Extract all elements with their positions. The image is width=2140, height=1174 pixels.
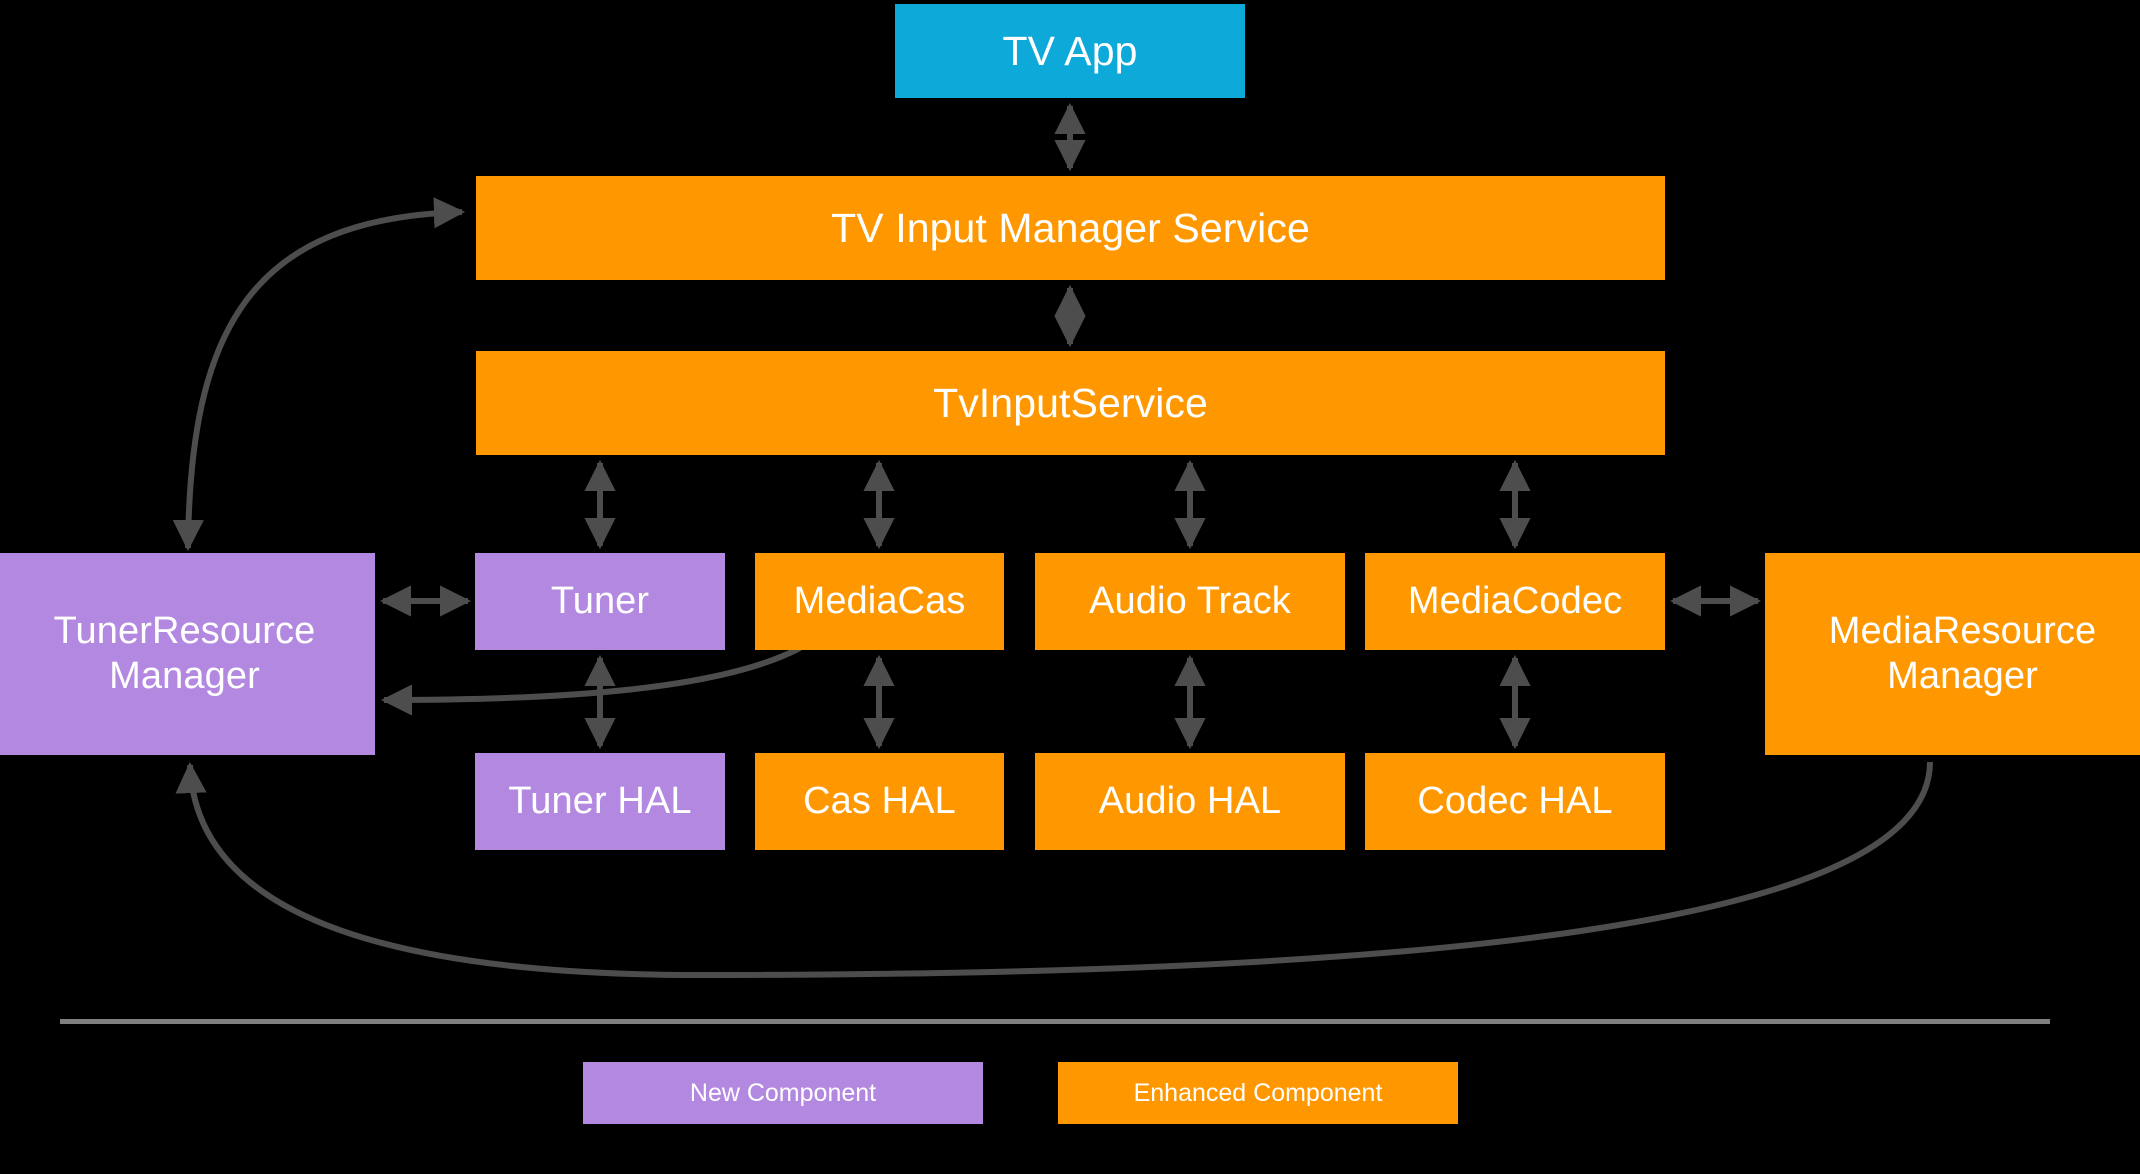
edge-trm-tims-curve	[172, 197, 466, 552]
node-audio-hal[interactable]: Audio HAL	[1035, 753, 1345, 850]
node-media-cas[interactable]: MediaCas	[755, 553, 1004, 650]
edge-mediacas-trm-curve	[380, 645, 802, 716]
node-tv-input-manager-service[interactable]: TV Input Manager Service	[476, 176, 1665, 280]
node-tuner[interactable]: Tuner	[475, 553, 725, 650]
legend-enhanced-component: Enhanced Component	[1058, 1062, 1458, 1124]
node-media-codec[interactable]: MediaCodec	[1365, 553, 1665, 650]
node-tv-app[interactable]: TV App	[895, 4, 1245, 98]
legend-divider	[60, 1019, 2050, 1024]
node-tv-input-service[interactable]: TvInputService	[476, 351, 1665, 455]
node-audio-track[interactable]: Audio Track	[1035, 553, 1345, 650]
node-media-resource-manager[interactable]: MediaResource Manager	[1765, 553, 2140, 755]
legend-new-component: New Component	[583, 1062, 983, 1124]
node-cas-hal[interactable]: Cas HAL	[755, 753, 1004, 850]
node-tuner-hal[interactable]: Tuner HAL	[475, 753, 725, 850]
node-codec-hal[interactable]: Codec HAL	[1365, 753, 1665, 850]
node-tuner-resource-manager[interactable]: TunerResource Manager	[0, 553, 375, 755]
